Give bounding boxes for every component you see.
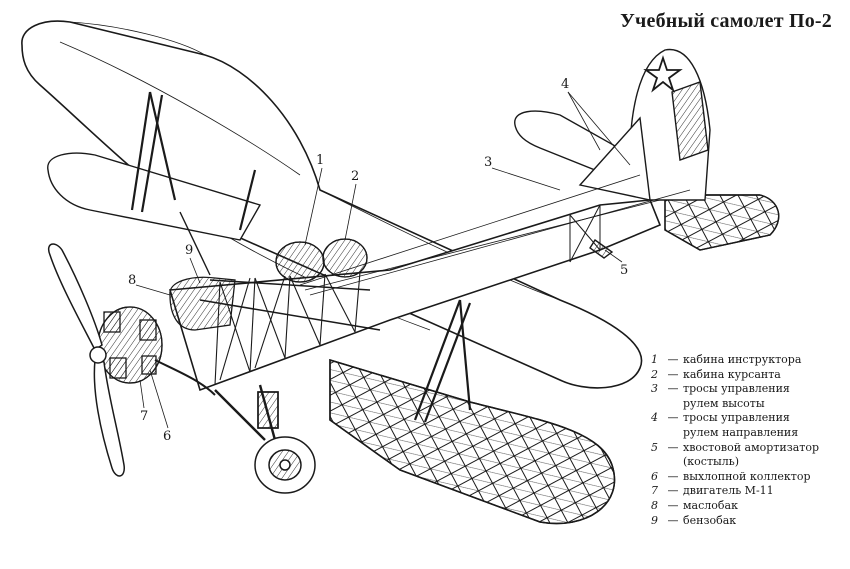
fuselage: [168, 199, 662, 392]
parts-legend: 1—кабина инструктора 2—кабина курсанта 3…: [651, 353, 846, 528]
cockpits: [275, 238, 368, 283]
legend-item-7: 7—двигатель М-11: [651, 484, 774, 498]
callout-4: 4: [561, 77, 570, 92]
legend-item-2: 2—кабина курсанта: [651, 367, 781, 381]
callout-9: 9: [185, 243, 194, 258]
landing-gear: [214, 384, 316, 494]
propeller: [48, 243, 125, 477]
leader-lines: [135, 91, 631, 429]
callout-3: 3: [484, 155, 493, 170]
callout-7: 7: [140, 409, 149, 424]
interplane-struts: [130, 91, 472, 423]
legend-item-6: 6—выхлопной коллектор: [651, 469, 811, 483]
legend-item-9: 9—бензобак: [651, 513, 737, 527]
control-cables: [299, 174, 691, 296]
fuel-tank: [169, 276, 236, 331]
callout-6: 6: [163, 429, 172, 444]
callout-8: 8: [128, 273, 137, 288]
diagram-title: Учебный самолет По-2: [620, 10, 832, 32]
lower-wing-left: [47, 152, 262, 241]
callout-5: 5: [620, 263, 629, 278]
star-icon: [643, 55, 683, 93]
legend-item-5: 5—хвостовой амортизатор (костыль): [651, 440, 820, 469]
callout-2: 2: [351, 169, 360, 184]
engine: [97, 306, 216, 396]
legend-item-8: 8—маслобак: [651, 498, 738, 512]
legend-item-3: 3—тросы управления рулем высоты: [651, 382, 790, 410]
tail-skid: [589, 239, 614, 259]
legend-item-1: 1—кабина инструктора: [651, 353, 802, 366]
vertical-fin: [578, 48, 711, 201]
lower-wing-right: [329, 358, 616, 525]
callout-1: 1: [316, 153, 325, 168]
legend-item-4: 4—тросы управления рулем направления: [651, 411, 799, 439]
